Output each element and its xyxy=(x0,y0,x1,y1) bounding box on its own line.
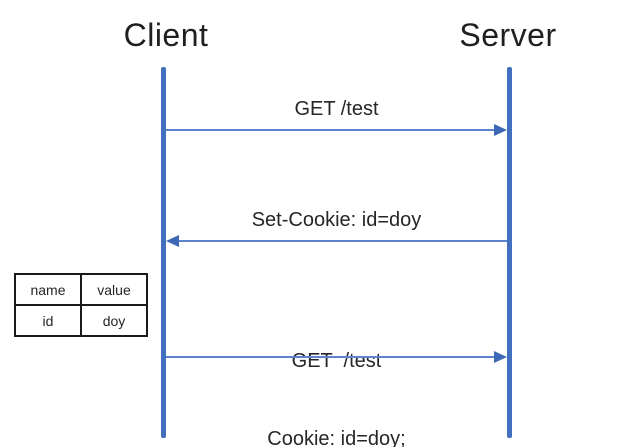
message-3-arrowhead-right-icon xyxy=(494,351,507,363)
actor-title-server: Server xyxy=(459,17,557,53)
cookie-table-data-row: id doy xyxy=(14,304,148,337)
cookie-table-header-row: name value xyxy=(14,273,148,306)
cookie-table: name value id doy xyxy=(14,273,148,337)
message-2-label: Set-Cookie: id=doy xyxy=(251,209,422,231)
message-2-arrowhead-left-icon xyxy=(166,235,179,247)
message-3-label-line2: Cookie: id=doy; xyxy=(267,428,406,447)
actor-title-client: Client xyxy=(123,17,209,53)
message-1-label: GET /test xyxy=(294,98,379,120)
message-3-label-line1: GET /test xyxy=(291,350,382,372)
message-2-arrow-line xyxy=(179,240,507,242)
table-header-name: name xyxy=(14,273,82,306)
server-lifeline xyxy=(507,67,512,438)
table-cell-value: doy xyxy=(80,304,148,337)
table-cell-name: id xyxy=(14,304,82,337)
message-1-arrowhead-right-icon xyxy=(494,124,507,136)
client-lifeline xyxy=(161,67,166,438)
message-3-arrow-line xyxy=(166,356,495,358)
message-1-arrow-line xyxy=(166,129,495,131)
message-3-label: GET /test Cookie: id=doy; xyxy=(166,296,507,447)
table-header-value: value xyxy=(80,273,148,306)
